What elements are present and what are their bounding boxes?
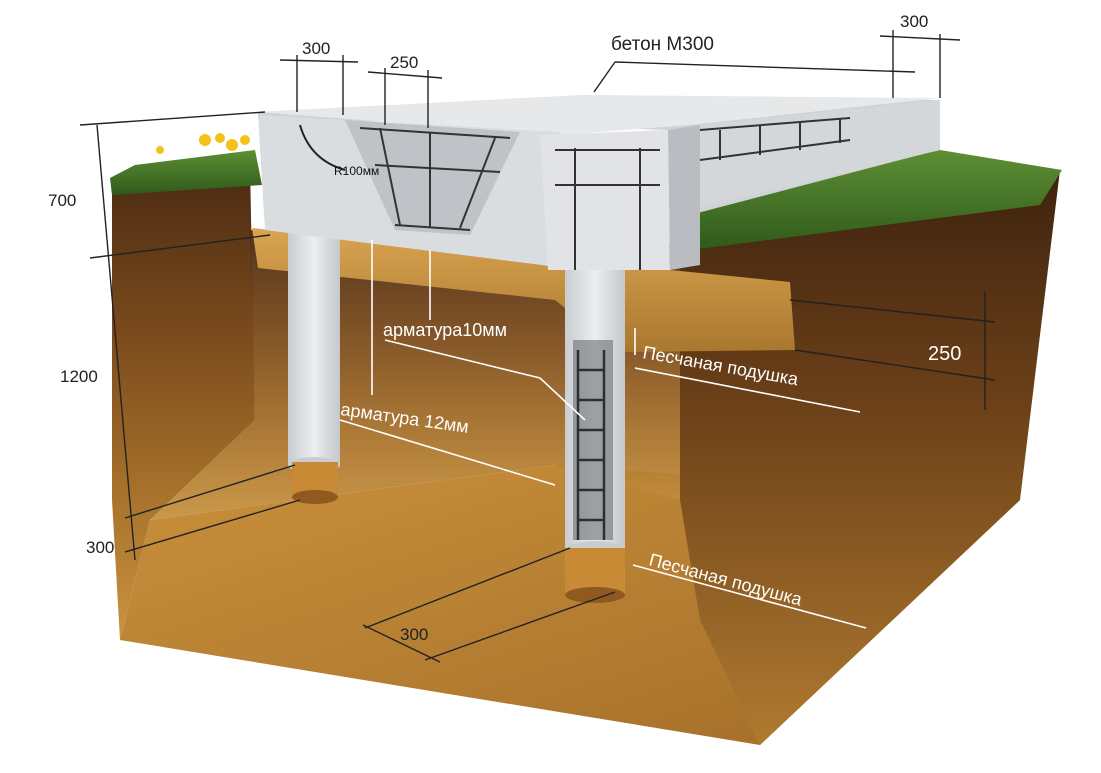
grillage-rebar [359,117,851,270]
callout-leaders [339,240,867,629]
top-width-right-label: 300 [900,12,928,31]
soil-side-face [680,170,1060,745]
sand-layer-thickness-label: 250 [928,343,961,365]
height-top-label: 700 [48,191,76,210]
concrete-grade-label: бетон М300 [611,34,714,55]
radius-label: R100мм [334,164,379,178]
pile-left [288,225,340,504]
grass-right [675,150,1062,250]
pile-rebar-cage [576,350,606,540]
height-pile-label: 1200 [60,367,98,386]
soil-inner-face [150,230,680,520]
pile-diameter-label: 300 [400,625,428,644]
dimension-lines [79,30,996,663]
top-width-left-label: 300 [302,39,330,58]
radius-arc [299,124,346,171]
pile-right [565,270,625,603]
grass-left [110,150,262,195]
top-width-mid-label: 250 [390,53,418,72]
soil-front-face [112,165,255,640]
sand-cushion-beam [252,228,795,352]
height-base-label: 300 [86,538,114,557]
rebar-10-label: арматура10мм [383,320,507,340]
